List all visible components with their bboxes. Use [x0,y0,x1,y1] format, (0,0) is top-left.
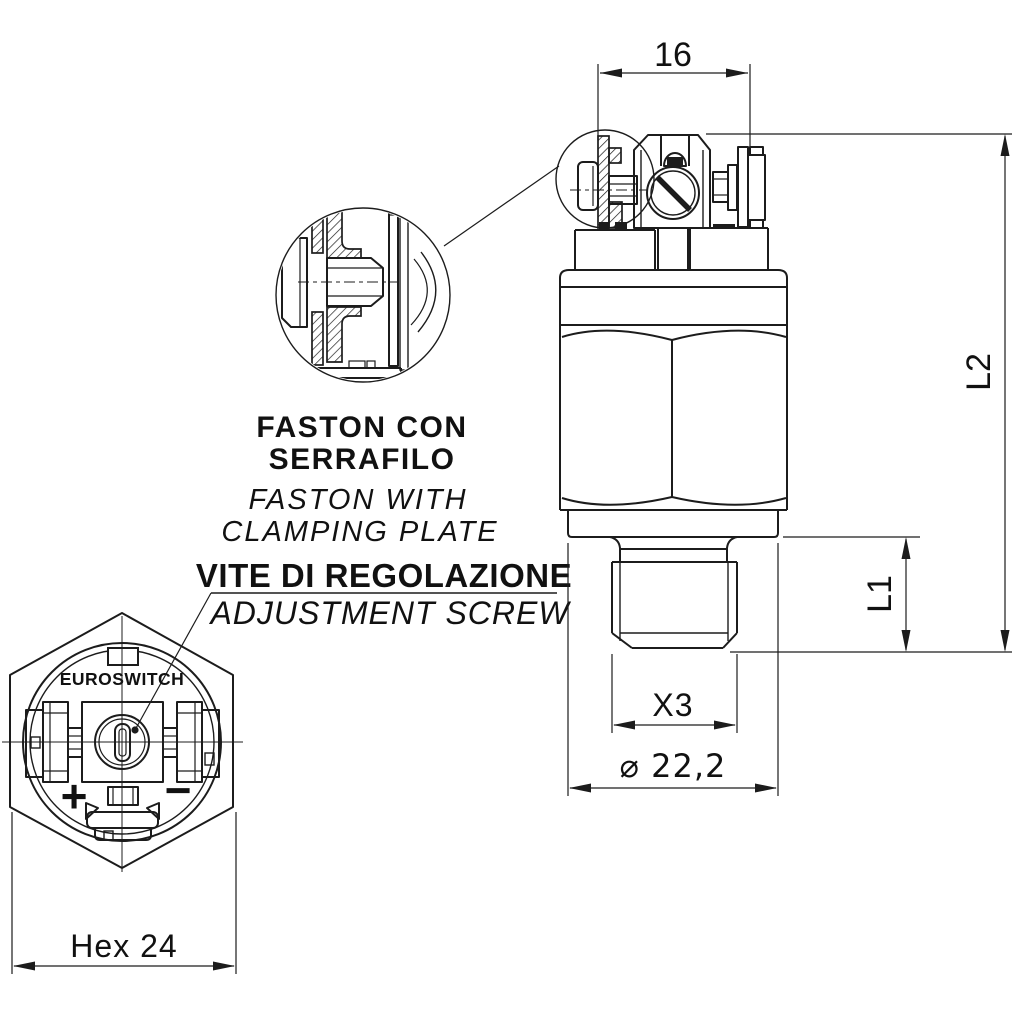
arrow-right [714,720,736,730]
arrow-right [726,68,748,78]
dimension-l2: L2 [706,133,1012,653]
faston-label-it-line2: SERRAFILO [269,443,456,476]
arrow-up [901,537,911,559]
switch-body [559,269,788,511]
dimension-diameter: ⌀ 22,2 [567,543,779,796]
dim-x3-label: X3 [652,687,693,723]
arrow-left [569,783,591,793]
dim-16-label: 16 [654,36,692,74]
arrow-left [13,961,35,971]
arrow-up [1000,134,1010,156]
plus-mark: + [61,770,88,822]
dimension-16: 16 [597,36,751,150]
right-faston-terminal [712,146,766,229]
faston-label-en-line1: FASTON WITH [248,484,467,516]
dimension-hex24: Hex 24 [11,812,237,974]
hex-chamfer-arc [561,329,673,341]
threaded-stud [567,510,779,649]
arrow-left [613,720,635,730]
bottom-view: EUROSWITCH + − [2,612,243,872]
flange [567,510,779,538]
dim-hex-label: Hex 24 [70,928,177,964]
detail-housing-top-arm [326,209,362,259]
detail-leader-line [443,165,560,247]
adjustment-leader-dot [131,726,139,734]
main-side-view [555,129,788,649]
arrow-left [600,68,622,78]
head-pedestals [574,227,769,270]
arrow-down [1000,630,1010,652]
dim-l2-label: L2 [960,353,998,391]
dim-l1-label: L1 [861,575,899,613]
dimension-x3: X3 [611,654,738,733]
detail-indicator-circle [555,129,655,229]
adjustment-leader-line [134,592,212,731]
detail-clamping-plate [388,209,399,367]
adjustment-label-it: VITE DI REGOLAZIONE [196,557,572,594]
detail-housing-bottom-bar [311,311,324,366]
detail-housing-top-bar [311,209,324,254]
faston-label-en-line2: CLAMPING PLATE [221,516,498,548]
detail-contents [277,209,437,381]
dim-diameter-label: ⌀ 22,2 [620,747,727,785]
right-faston-blade [737,146,749,228]
terminal-screw [646,166,700,220]
callout-faston: FASTON CON SERRAFILO FASTON WITH CLAMPIN… [221,411,498,548]
top-screw [660,135,690,167]
detail-housing-bottom-arm [326,306,362,363]
left-faston-terminal [570,135,648,229]
arrow-right [213,961,235,971]
dimension-l1: L1 [783,536,920,652]
adjustment-label-en: ADJUSTMENT SCREW [208,595,571,631]
callout-adjustment-screw: VITE DI REGOLAZIONE ADJUSTMENT SCREW [131,557,572,734]
detail-view-faston [275,165,560,383]
index-notch [107,647,139,666]
faston-label-it-line1: FASTON CON [256,411,467,444]
arrow-right [755,783,777,793]
arrow-down [901,630,911,652]
terminal-head-block [633,134,711,229]
detail-screw-arc [417,251,437,333]
detail-circle [275,207,451,383]
